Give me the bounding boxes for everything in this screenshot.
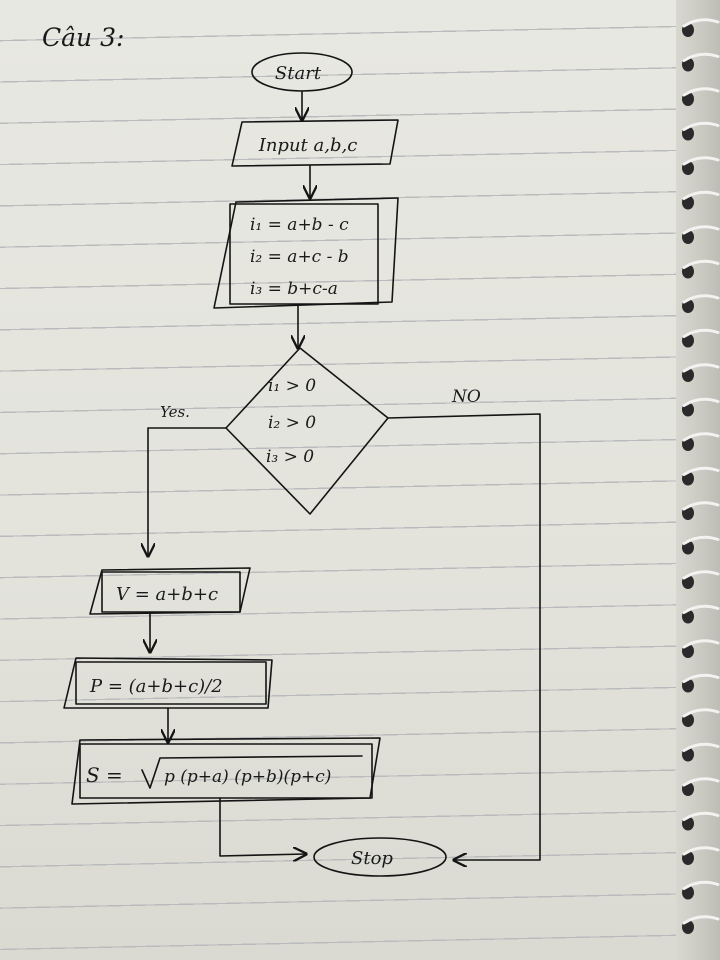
spiral-wire — [682, 397, 720, 407]
spiral-wire — [682, 742, 720, 752]
spiral-wire — [682, 52, 720, 62]
assign-block-outline — [213, 197, 399, 309]
spiral-wire — [682, 432, 720, 442]
spiral-wire — [682, 87, 720, 97]
arrow-yes-branch — [148, 427, 227, 556]
assign-line-1: i₁ = a+b - c — [250, 215, 349, 235]
start-label: Start — [275, 63, 322, 84]
arrow-s-to-stop — [219, 797, 306, 856]
spiral-wire — [682, 328, 720, 338]
spiral-wire — [682, 190, 720, 200]
stop-label: Stop — [351, 848, 393, 869]
decision-line-3: i₃ > 0 — [266, 447, 314, 467]
decision-line-2: i₂ > 0 — [268, 413, 316, 433]
spiral-wire — [682, 294, 720, 304]
ruled-lines — [0, 0, 680, 960]
v-label: V = a+b+c — [116, 584, 218, 605]
spiral-wire — [682, 915, 720, 925]
assign-block-inner — [229, 203, 379, 305]
assign-line-2: i₂ = a+c - b — [250, 247, 349, 267]
spiral-wire — [682, 639, 720, 649]
no-label: NO — [451, 387, 481, 407]
spiral-wire — [682, 673, 720, 683]
p-block-inner — [75, 661, 267, 705]
s-block-inner — [79, 743, 373, 799]
spiral-rings — [682, 18, 720, 934]
spiral-wire — [682, 880, 720, 890]
s-prefix: S = — [86, 763, 123, 787]
spiral-wire — [682, 570, 720, 580]
spiral-wire — [682, 156, 720, 166]
assign-line-3: i₃ = b+c-a — [250, 279, 338, 299]
spiral-wire — [682, 535, 720, 545]
spiral-wire — [682, 466, 720, 476]
spiral-wire — [682, 501, 720, 511]
heading-text: Câu 3: — [42, 23, 124, 52]
spiral-wire — [682, 604, 720, 614]
decision-line-1: i₁ > 0 — [268, 376, 316, 396]
p-label: P = (a+b+c)/2 — [89, 676, 223, 697]
p-block-outline — [63, 657, 273, 709]
square-root-sign — [141, 755, 363, 789]
spiral-wire — [682, 121, 720, 131]
spiral-wire — [682, 18, 720, 28]
spiral-wire — [682, 811, 720, 821]
v-block-inner — [101, 571, 241, 613]
spiral-wire — [682, 777, 720, 787]
yes-label: Yes. — [160, 403, 190, 421]
decision-diamond — [225, 347, 389, 515]
spiral-wire — [682, 708, 720, 718]
spiral-wire — [682, 846, 720, 856]
spiral-wire — [682, 225, 720, 235]
arrow-no-branch — [387, 413, 541, 860]
spiral-wire — [682, 363, 720, 373]
stop-terminal — [313, 837, 447, 877]
spiral-wire — [682, 259, 720, 269]
input-label: Input a,b,c — [258, 135, 358, 156]
s-radicand: p (p+a) (p+b)(p+c) — [164, 767, 331, 787]
input-block — [231, 119, 399, 167]
